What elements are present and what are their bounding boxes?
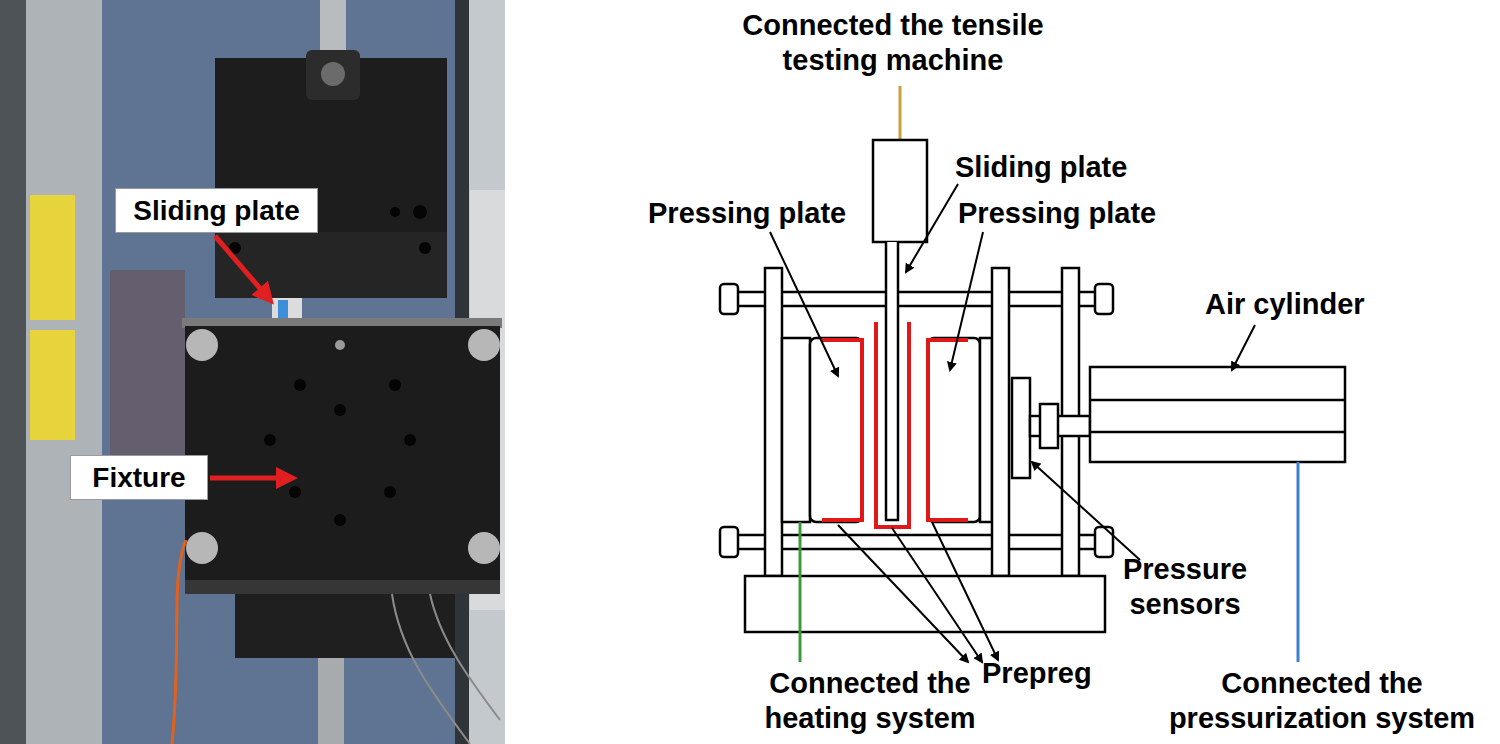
leader-line (932, 522, 998, 660)
guide-rail (735, 292, 1105, 306)
machine-grip (873, 140, 927, 242)
warning-sticker (30, 195, 75, 320)
pressing-plate (928, 338, 980, 522)
part-label: Pressing plate (958, 196, 1156, 231)
pressurization-connection (1297, 462, 1300, 662)
part-label: Connected the tensile testing machine (728, 8, 1058, 78)
part-label: Air cylinder (1205, 287, 1365, 322)
rail-nut (720, 527, 738, 557)
heating-connection (799, 522, 802, 662)
label-box: Fixture (70, 455, 208, 500)
hole (335, 340, 345, 350)
cylinder-line (1090, 431, 1345, 434)
knob-cap (321, 62, 345, 86)
thermocouple-wire (172, 540, 186, 744)
leader-lines (770, 184, 1255, 662)
bolt (468, 329, 500, 361)
hole (404, 434, 416, 446)
frame-upright (992, 268, 1009, 576)
hole (289, 486, 301, 498)
label-box: Sliding plate (115, 188, 318, 233)
bolt (468, 532, 500, 564)
rail-nut (720, 284, 738, 314)
plate-backing (782, 338, 810, 522)
part-label: Pressing plate (648, 196, 846, 231)
leader-line (770, 232, 838, 376)
bolt (186, 532, 218, 564)
schematic (720, 86, 1345, 662)
part-label: Sliding plate (955, 150, 1127, 185)
machine-frame (26, 0, 102, 744)
leader-line (892, 528, 982, 662)
bolt-hole (390, 207, 400, 217)
red-arrow (215, 236, 270, 300)
photo-background (0, 0, 505, 744)
grip-knob (306, 50, 360, 100)
photo (0, 0, 505, 744)
machine-connection (899, 86, 902, 140)
lower-rod (318, 658, 344, 744)
leader-line (1232, 325, 1255, 370)
sensor-wire (392, 594, 470, 744)
part-label: Prepreg (982, 656, 1092, 691)
lower-clamp (235, 594, 455, 658)
leader-line (906, 184, 958, 272)
part-label: Fixture (92, 462, 185, 494)
part-label: Connected the pressurization system (1152, 666, 1492, 736)
hole (384, 486, 396, 498)
frame-upright (765, 268, 782, 576)
guide-rail (735, 535, 1105, 549)
pressing-plate (810, 338, 862, 522)
pressure-sensor (1012, 378, 1030, 478)
hole (334, 404, 346, 416)
machine-column (0, 0, 26, 744)
red-arrow (210, 476, 292, 481)
part-label: Connected the heating system (735, 666, 1005, 736)
fixture-bottom-plate (185, 580, 500, 594)
warning-sticker (30, 330, 75, 440)
bolt (186, 329, 218, 361)
bolt-hole (419, 242, 431, 254)
fixture-body (185, 326, 500, 588)
leader-line (950, 232, 983, 370)
plate-backing (980, 338, 992, 522)
rail-nut (1095, 527, 1113, 557)
hole (334, 514, 346, 526)
prepreg-layer (876, 322, 909, 527)
rail-nut (1095, 284, 1113, 314)
prepreg-layer (928, 340, 968, 520)
leader-line (1032, 462, 1140, 560)
part-label: Sliding plate (133, 195, 299, 227)
air-cylinder (1090, 367, 1345, 462)
hole (389, 379, 401, 391)
bolt-hole (413, 205, 427, 219)
lower-grip (215, 232, 447, 298)
part-label: Pressure sensors (1115, 552, 1255, 622)
cylinder-line (1090, 399, 1345, 402)
rod-collar (1040, 404, 1058, 448)
background-object (110, 270, 185, 470)
hole (264, 434, 276, 446)
hole (294, 379, 306, 391)
sensor-wire (430, 594, 500, 720)
prepreg-layer (822, 340, 862, 520)
sliding-plate (886, 242, 898, 520)
